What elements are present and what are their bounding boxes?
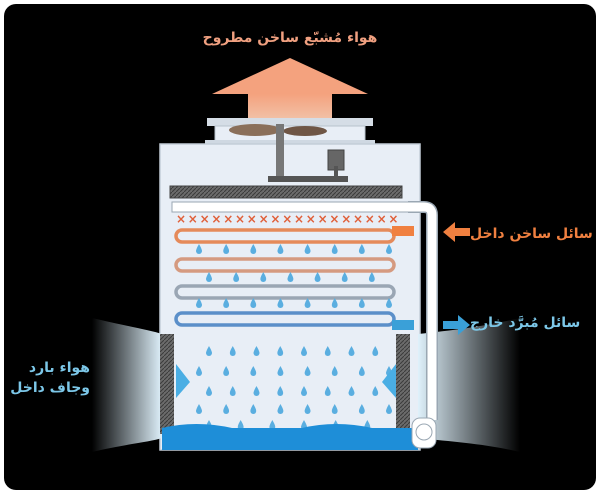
hot-fluid-inlet-label: سائل ساخن داخل [470,226,593,242]
spray-x-mark: × [341,212,351,226]
water-basin [162,428,418,450]
spray-x-mark: × [282,212,292,226]
spray-x-mark: × [353,212,363,226]
coil-tube [174,284,396,300]
air-inlet-right [382,318,520,452]
air-inlet-left [92,318,190,452]
exhaust-air-label: هواء مُشبّع ساخن مطروح [202,30,378,46]
spray-x-mark: × [247,212,257,226]
cool-outlet-arrow-icon [443,315,470,335]
hot-inlet-arrow-icon [443,222,470,242]
spray-x-mark: × [188,212,198,226]
spray-x-mark: × [329,212,339,226]
spray-x-mark: × [259,212,269,226]
spray-x-mark: × [318,212,328,226]
coil-tube [174,311,396,327]
exhaust-arrow-icon [212,58,368,120]
spray-x-mark: × [294,212,304,226]
cool-outlet-connector [392,320,414,330]
spray-x-mark: × [211,212,221,226]
spray-x-mark: × [365,212,375,226]
fan-icon [229,124,348,182]
coil-tube [174,257,396,273]
spray-x-mark: × [176,212,186,226]
spray-x-mark: × [388,212,398,226]
spray-x-mark: × [223,212,233,226]
cold-air-label-line1: هواء بارد [28,360,90,376]
cold-air-label-line2: وجاف داخل [10,380,90,396]
spray-x-mark: × [200,212,210,226]
motor-icon [327,149,345,178]
spray-x-mark: × [306,212,316,226]
recirculation-pipe [408,201,438,449]
spray-x-mark: × [270,212,280,226]
cold-air-inlet-label: هواء بارد وجاف داخل [8,358,90,398]
spray-x-mark: × [235,212,245,226]
distribution-pipe [171,201,413,213]
spray-x-mark: × [377,212,387,226]
hot-inlet-connector [392,226,414,236]
spray-nozzles: ××××××××××××××××××× [176,212,398,226]
cooled-fluid-outlet-label: سائل مُبرَّد خارج [470,315,581,331]
drift-eliminator [169,185,403,199]
